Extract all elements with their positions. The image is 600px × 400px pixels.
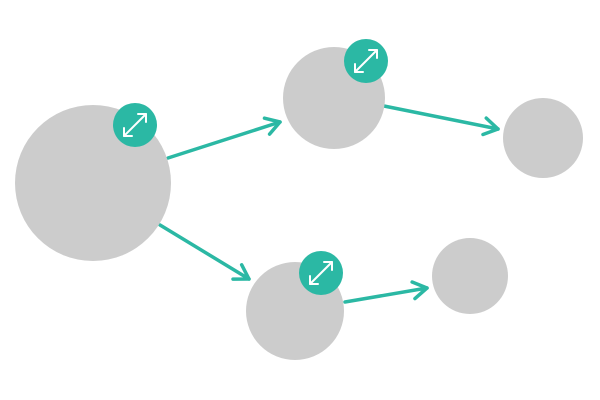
edge-arrow-root-to-upper-middle <box>166 116 282 160</box>
edge-arrow-upper-middle-to-upper-right <box>382 104 500 137</box>
expand-button-upper-middle[interactable] <box>344 39 388 83</box>
expand-arrows-icon <box>123 113 147 137</box>
arrowhead-icon <box>481 116 500 137</box>
expand-arrows-icon <box>309 261 333 285</box>
node-upper-right[interactable] <box>503 98 583 178</box>
edge-arrow-lower-middle-to-lower-right <box>343 280 429 304</box>
arrowhead-icon <box>231 263 251 281</box>
arrowhead-icon <box>410 280 429 301</box>
expand-button-lower-middle[interactable] <box>299 251 343 295</box>
expand-button-root[interactable] <box>113 103 157 147</box>
edge-arrow-root-to-lower-middle <box>158 223 251 281</box>
expand-arrows-icon <box>354 49 378 73</box>
node-lower-right[interactable] <box>432 238 508 314</box>
arrowhead-icon <box>262 116 282 136</box>
